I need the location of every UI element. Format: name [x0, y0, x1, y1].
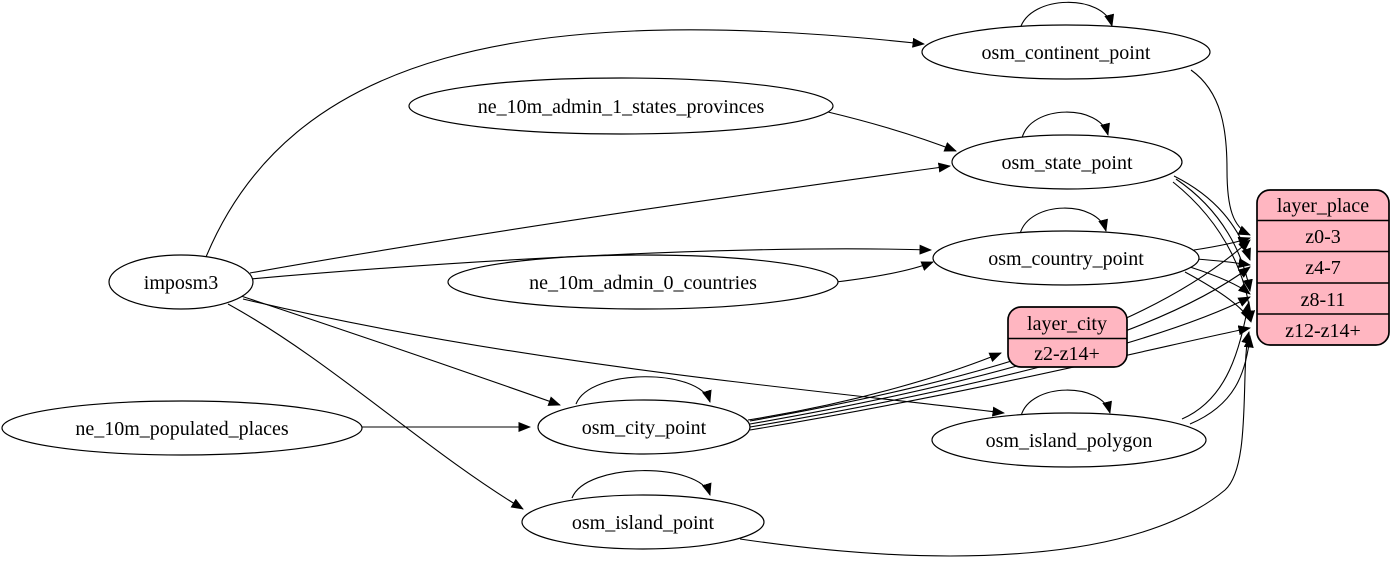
- selfloop-osm_city_point: [575, 376, 712, 405]
- edge-osm_city_point-layer_place-z8-11: [749, 296, 1251, 428]
- node-osm_continent_point-label: osm_continent_point: [982, 42, 1151, 64]
- node-osm_island_polygon-shape: [931, 412, 1207, 468]
- node-ne_10m_populated_places: ne_10m_populated_places: [1, 400, 363, 456]
- node-osm_state_point: osm_state_point: [951, 134, 1183, 190]
- node-osm_state_point-label: osm_state_point: [1001, 152, 1133, 174]
- edge-osm_state_point-layer_place-z8-11: [1175, 178, 1253, 292]
- node-osm_island_polygon-label: osm_island_polygon: [986, 430, 1153, 452]
- node-osm_island_point: osm_island_point: [521, 494, 765, 550]
- edge-imposm3-osm_continent_point: [205, 29, 925, 258]
- selfloop-osm_island_point: [571, 470, 712, 499]
- edge-imposm3-osm_island_point: [227, 303, 524, 510]
- selfloop-osm_continent_point: [1019, 1, 1115, 30]
- node-osm_country_point: osm_country_point: [932, 230, 1200, 286]
- edge-osm_country_point-layer_place-z0-3: [1193, 236, 1251, 251]
- edge-osm_continent_point-layer_place-z0-3: [1190, 69, 1251, 236]
- record-layer_place: layer_place z0-3 z4-7 z8-11 z12-z14+: [1256, 189, 1390, 346]
- node-imposm3-label: imposm3: [144, 272, 218, 294]
- node-ne_10m_admin_1_states_provinces: ne_10m_admin_1_states_provinces: [408, 77, 834, 135]
- record-layer_place-row-z8-11: z8-11: [1301, 289, 1346, 311]
- node-ne_10m_admin_0_countries-label: ne_10m_admin_0_countries: [529, 272, 757, 294]
- edge-imposm3-osm_country_point: [249, 244, 932, 280]
- node-osm_country_point-shape: [932, 230, 1200, 286]
- node-osm_country_point-label: osm_country_point: [988, 248, 1144, 270]
- edge-imposm3-osm_island_polygon: [242, 298, 1005, 417]
- edge-osm_country_point-layer_place-z8-11: [1189, 266, 1251, 295]
- node-ne_10m_admin_1_states_provinces-shape: [408, 77, 834, 135]
- record-layer_place-title: layer_place: [1277, 195, 1369, 217]
- node-ne_10m_admin_1_states_provinces-label: ne_10m_admin_1_states_provinces: [478, 96, 765, 118]
- selfloop-osm_island_polygon: [1020, 389, 1112, 417]
- record-layer_place-box: [1256, 189, 1390, 346]
- edge-osm_country_point-layer_place-z4-7: [1195, 258, 1251, 269]
- record-layer_place-row-z12-z14: z12-z14+: [1285, 320, 1361, 342]
- selfloop-osm_state_point: [1021, 111, 1110, 139]
- node-ne_10m_admin_0_countries: ne_10m_admin_0_countries: [447, 254, 839, 310]
- edge-osm_island_polygon-layer_place-z8-11: [1181, 301, 1252, 420]
- node-imposm3-shape: [108, 254, 254, 310]
- record-layer_place-row-z4-7: z4-7: [1305, 257, 1341, 279]
- record-layer_city-box: [1007, 306, 1128, 368]
- node-ne_10m_populated_places-shape: [1, 400, 363, 456]
- edge-osm_country_point-layer_place-z12-z14: [1184, 271, 1251, 322]
- edge-osm_city_point-layer_city-z2-z14: [747, 352, 1002, 421]
- node-osm_continent_point: osm_continent_point: [921, 24, 1211, 80]
- node-osm_continent_point-shape: [921, 24, 1211, 80]
- record-layer_city-title: layer_city: [1027, 313, 1107, 335]
- node-osm_island_polygon: osm_island_polygon: [931, 412, 1207, 468]
- edge-ne_10m_admin_1_states_provinces-osm_state_point: [827, 111, 957, 152]
- node-osm_city_point-label: osm_city_point: [582, 417, 707, 439]
- node-osm_island_point-shape: [521, 494, 765, 550]
- node-osm_state_point-shape: [951, 134, 1183, 190]
- selfloop-osm_country_point: [1019, 207, 1108, 235]
- record-layer_city-row-z2-z14: z2-z14+: [1034, 343, 1100, 365]
- edge-osm_city_point-layer_place-z12-z14: [749, 325, 1251, 431]
- edge-osm_island_polygon-layer_place-z12-z14: [1189, 335, 1254, 425]
- record-layer_city: layer_city z2-z14+: [1007, 306, 1128, 368]
- node-osm_city_point-shape: [537, 399, 751, 455]
- edge-imposm3-osm_state_point: [249, 162, 951, 274]
- edge-imposm3-osm_city_point: [240, 295, 561, 406]
- node-osm_island_point-label: osm_island_point: [572, 512, 715, 534]
- node-imposm3: imposm3: [108, 254, 254, 310]
- record-layer_place-row-z0-3: z0-3: [1305, 226, 1341, 248]
- edge-osm_island_point-layer_place-z12-z14: [739, 331, 1252, 557]
- node-osm_city_point: osm_city_point: [537, 399, 751, 455]
- node-ne_10m_admin_0_countries-shape: [447, 254, 839, 310]
- node-ne_10m_populated_places-label: ne_10m_populated_places: [75, 418, 288, 440]
- edge-ne_10m_admin_0_countries-osm_country_point: [835, 261, 934, 283]
